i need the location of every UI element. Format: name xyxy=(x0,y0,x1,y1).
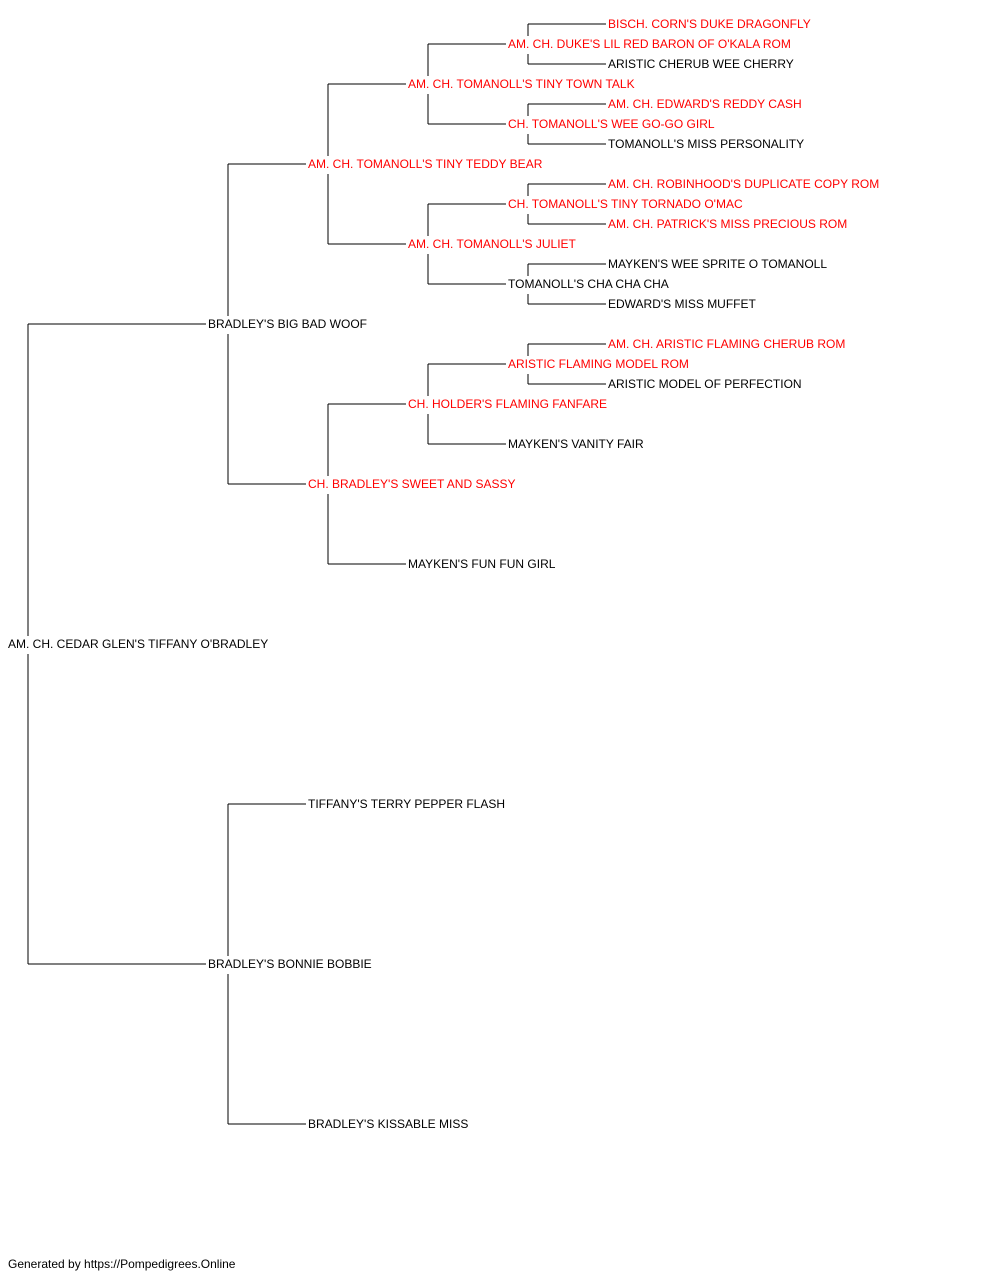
dog-name-subject-sire-sire-dam-sire: CH. TOMANOLL'S TINY TORNADO O'MAC xyxy=(508,197,743,211)
dog-name-subject-dam-dam: BRADLEY'S KISSABLE MISS xyxy=(308,1117,468,1131)
dog-name-subject-dam-sire: TIFFANY'S TERRY PEPPER FLASH xyxy=(308,797,505,811)
dog-name-subject-sire: BRADLEY'S BIG BAD WOOF xyxy=(208,317,367,331)
dog-name-subject-sire-sire-dam-sire-dam: AM. CH. PATRICK'S MISS PRECIOUS ROM xyxy=(608,217,847,231)
dog-name-subject-sire-dam-dam: MAYKEN'S FUN FUN GIRL xyxy=(408,557,556,571)
pedigree-tree: AM. CH. CEDAR GLEN'S TIFFANY O'BRADLEY BR… xyxy=(8,17,879,1131)
dog-name-subject-sire-sire-dam-dam: TOMANOLL'S CHA CHA CHA xyxy=(508,277,669,291)
dog-name-subject-sire-dam-sire-sire-sire: AM. CH. ARISTIC FLAMING CHERUB ROM xyxy=(608,337,845,351)
dog-name-subject-sire-dam-sire: CH. HOLDER'S FLAMING FANFARE xyxy=(408,397,607,411)
dog-name-subject-dam: BRADLEY'S BONNIE BOBBIE xyxy=(208,957,372,971)
dog-name-subject-sire-sire-sire-sire: AM. CH. DUKE'S LIL RED BARON OF O'KALA R… xyxy=(508,37,791,51)
footer-credit: Generated by https://Pompedigrees.Online xyxy=(8,1257,236,1271)
dog-name-subject-sire-sire-dam-sire-sire: AM. CH. ROBINHOOD'S DUPLICATE COPY ROM xyxy=(608,177,879,191)
dog-name-subject-sire-sire-sire: AM. CH. TOMANOLL'S TINY TOWN TALK xyxy=(408,77,635,91)
dog-name-subject-sire-sire-sire-dam-sire: AM. CH. EDWARD'S REDDY CASH xyxy=(608,97,802,111)
dog-name-subject-sire-dam: CH. BRADLEY'S SWEET AND SASSY xyxy=(308,477,515,491)
dog-name-subject-sire-sire-sire-sire-dam: ARISTIC CHERUB WEE CHERRY xyxy=(608,57,794,71)
dog-name-subject-sire-sire-dam-dam-sire: MAYKEN'S WEE SPRITE O TOMANOLL xyxy=(608,257,827,271)
dog-name-subject-sire-sire-dam-dam-dam: EDWARD'S MISS MUFFET xyxy=(608,297,757,311)
dog-name-subject-sire-sire: AM. CH. TOMANOLL'S TINY TEDDY BEAR xyxy=(308,157,543,171)
dog-name-subject: AM. CH. CEDAR GLEN'S TIFFANY O'BRADLEY xyxy=(8,637,268,651)
dog-name-subject-sire-sire-sire-dam: CH. TOMANOLL'S WEE GO-GO GIRL xyxy=(508,117,715,131)
dog-name-subject-sire-sire-sire-dam-dam: TOMANOLL'S MISS PERSONALITY xyxy=(608,137,804,151)
dog-name-subject-sire-dam-sire-dam: MAYKEN'S VANITY FAIR xyxy=(508,437,644,451)
dog-name-subject-sire-sire-dam: AM. CH. TOMANOLL'S JULIET xyxy=(408,237,577,251)
dog-name-subject-sire-sire-sire-sire-sire: BISCH. CORN'S DUKE DRAGONFLY xyxy=(608,17,811,31)
dog-name-subject-sire-dam-sire-sire: ARISTIC FLAMING MODEL ROM xyxy=(508,357,689,371)
dog-name-subject-sire-dam-sire-sire-dam: ARISTIC MODEL OF PERFECTION xyxy=(608,377,802,391)
